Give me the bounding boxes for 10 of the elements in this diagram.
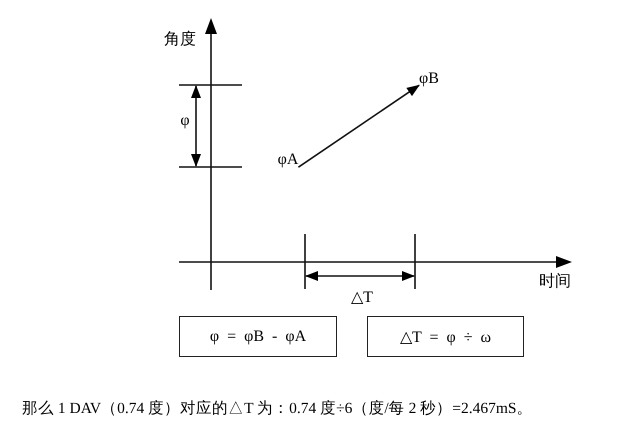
dimension-label: φ [180,112,190,130]
point-label: φB [419,70,439,88]
formula-box: △T = φ ÷ ω [367,316,524,357]
axis-label: 时间 [539,273,571,291]
arrow [298,84,420,168]
dimension-label: △T [351,289,373,307]
axis-label: 角度 [164,31,196,49]
point-label: φA [278,151,298,169]
formula-box: φ = φB - φA [179,316,337,357]
caption: 那么 1 DAV（0.74 度）对应的△T 为：0.74 度÷6（度/每 2 秒）=2.467mS。 [22,399,533,419]
